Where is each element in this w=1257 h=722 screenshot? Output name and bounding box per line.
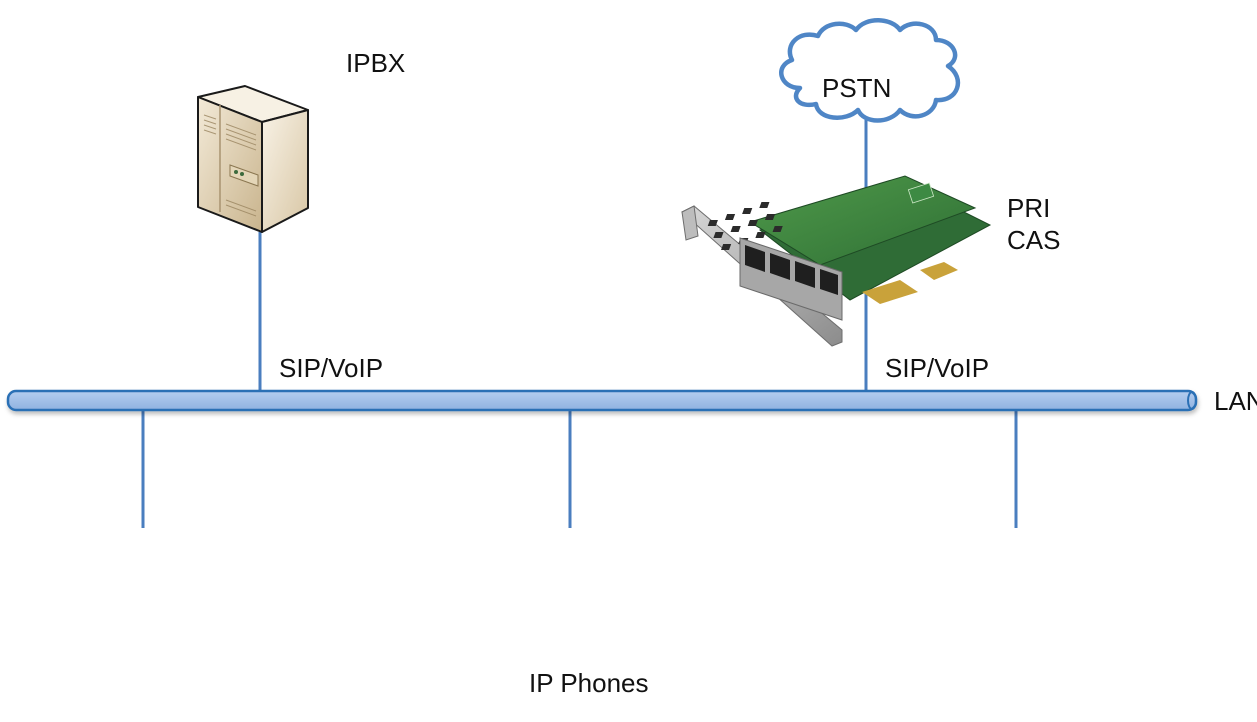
server-tower-icon xyxy=(197,85,309,233)
ipbx-label: IPBX xyxy=(346,48,405,78)
pci-telephony-card-icon xyxy=(681,175,992,347)
lan-bus xyxy=(6,389,1198,412)
card-label-pri: PRI xyxy=(1007,193,1050,223)
ip-phones-label: IP Phones xyxy=(529,668,649,698)
link-label-card-sip: SIP/VoIP xyxy=(885,353,989,383)
links xyxy=(141,120,1018,528)
card-label-cas: CAS xyxy=(1007,225,1060,255)
cloud-icon xyxy=(779,18,961,123)
network-bus-icon xyxy=(6,389,1198,412)
pstn-label: PSTN xyxy=(822,73,891,103)
lan-label: LAN xyxy=(1214,386,1257,416)
link-label-ipbx-sip: SIP/VoIP xyxy=(279,353,383,383)
bus-end-cap xyxy=(1187,391,1197,410)
